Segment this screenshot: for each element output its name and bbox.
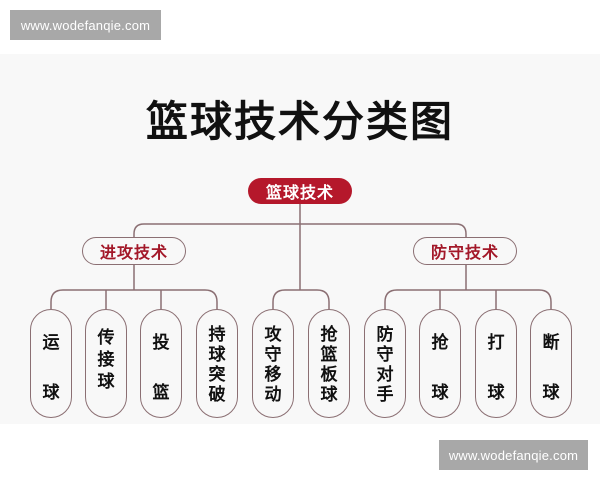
leaf-guarding: 防 守 对 手 <box>364 309 406 418</box>
leaf-slapping: 打 球 <box>475 309 517 418</box>
leaf-char: 守 <box>264 344 282 365</box>
leaf-char: 篮 <box>152 383 170 403</box>
leaf-char: 球 <box>431 383 449 403</box>
leaf-char: 板 <box>320 364 338 385</box>
leaf-intercepting: 断 球 <box>530 309 572 418</box>
leaf-char: 投 <box>152 333 170 353</box>
leaf-char: 球 <box>97 372 115 392</box>
leaf-char: 球 <box>487 383 505 403</box>
leaf-char: 动 <box>264 384 282 405</box>
leaf-stealing: 抢 球 <box>419 309 461 418</box>
leaf-char: 手 <box>376 384 394 405</box>
root-node-basketball-skills: 篮球技术 <box>248 178 352 204</box>
leaf-footwork: 攻 守 移 动 <box>252 309 294 418</box>
branch-node-defense: 防守技术 <box>413 237 517 265</box>
leaf-char: 突 <box>208 364 226 385</box>
leaf-drive: 持 球 突 破 <box>196 309 238 418</box>
watermark-top-left: www.wodefanqie.com <box>10 10 161 40</box>
leaf-char: 球 <box>542 383 560 403</box>
leaf-char: 抢 <box>320 324 338 345</box>
leaf-char: 运 <box>42 333 60 353</box>
leaf-char: 攻 <box>264 324 282 345</box>
leaf-char: 抢 <box>431 333 449 353</box>
watermark-bottom-right: www.wodefanqie.com <box>439 440 588 470</box>
leaf-char: 移 <box>264 364 282 385</box>
leaf-char: 断 <box>542 333 560 353</box>
leaf-char: 球 <box>320 384 338 405</box>
leaf-char: 球 <box>208 344 226 365</box>
leaf-char: 传 <box>97 328 115 348</box>
leaf-shooting: 投 篮 <box>140 309 182 418</box>
leaf-passing-catching: 传 接 球 <box>85 309 127 418</box>
leaf-rebounding: 抢 篮 板 球 <box>308 309 350 418</box>
leaf-char: 守 <box>376 344 394 365</box>
leaf-dribbling: 运 球 <box>30 309 72 418</box>
diagram-title: 篮球技术分类图 <box>145 97 454 146</box>
leaf-char: 破 <box>208 384 226 405</box>
leaf-char: 防 <box>376 324 394 345</box>
leaf-char: 持 <box>208 324 226 345</box>
branch-node-offense: 进攻技术 <box>82 237 186 265</box>
leaf-char: 球 <box>42 383 60 403</box>
leaf-char: 打 <box>487 333 505 353</box>
leaf-char: 篮 <box>320 344 338 365</box>
leaf-char: 对 <box>376 364 394 385</box>
leaf-char: 接 <box>97 350 115 370</box>
